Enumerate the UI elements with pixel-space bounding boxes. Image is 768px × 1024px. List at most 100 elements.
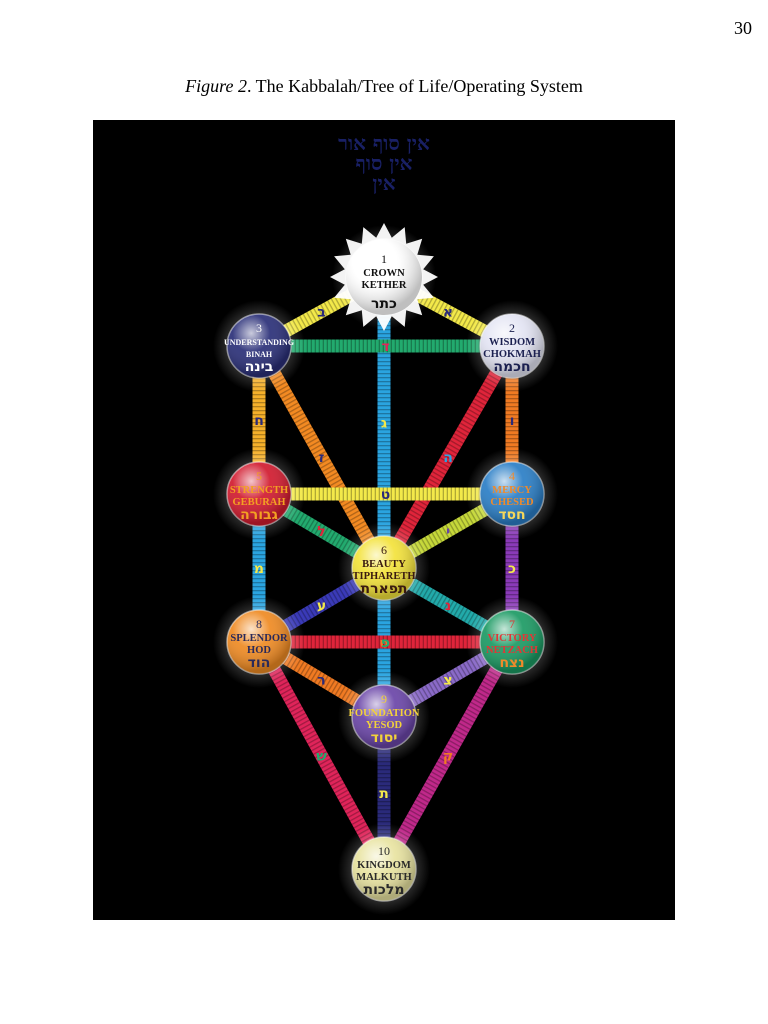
sephirah-hebrew: חסד xyxy=(498,507,525,523)
sephirah-number: 8 xyxy=(256,617,262,631)
sephirah-label: WISDOM xyxy=(489,337,535,348)
path-letter: ג xyxy=(381,416,387,432)
sephirah-label: CHOKMAH xyxy=(483,349,541,360)
sephirah-hebrew: נצח xyxy=(499,655,524,671)
ein-sof-line: אין סוף xyxy=(355,151,412,175)
path-letter: כ xyxy=(508,561,516,577)
path-texture xyxy=(259,487,512,501)
path-texture xyxy=(253,638,390,873)
sephirah-label: MERCY xyxy=(492,485,532,496)
sephirah-label: VICTORY xyxy=(487,633,536,644)
path-texture xyxy=(378,638,518,873)
sephirah-label: HOD xyxy=(247,645,271,656)
path-letter: ד xyxy=(381,339,389,355)
path-letter: ה xyxy=(443,450,453,466)
sephirah-number: 9 xyxy=(381,692,387,706)
sephirah-shine xyxy=(352,536,416,600)
path-letter: ע xyxy=(317,598,326,614)
path-letter: ח xyxy=(254,413,264,429)
path-letter: ש xyxy=(316,749,327,765)
figure-caption: Figure 2. The Kabbalah/Tree of Life/Oper… xyxy=(0,76,768,97)
sephirah-hebrew: יסוד xyxy=(371,730,398,746)
sephirah-label: BINAH xyxy=(246,350,273,359)
sephirah-label: BEAUTY xyxy=(362,559,406,570)
path-letter: צ xyxy=(443,673,452,689)
figure-caption-label: Figure 2 xyxy=(185,76,247,96)
sephirot-layer: 1CROWNKETHERכתר2WISDOMCHOKMAHחכמה3UNDERS… xyxy=(213,223,558,915)
sephirah-number: 6 xyxy=(381,543,387,557)
sephirah-number: 5 xyxy=(256,469,262,483)
sephirah-label: NETZACH xyxy=(486,645,538,656)
sephirah-number: 7 xyxy=(509,617,515,631)
path-letter: ב xyxy=(317,305,326,321)
sephirah-number: 10 xyxy=(378,844,390,858)
path-texture xyxy=(378,342,518,572)
sephirah-hebrew: בינה xyxy=(245,359,274,375)
path-letter: ת xyxy=(379,786,389,802)
ein-sof-line: אין xyxy=(372,171,395,195)
path-netzach-hod xyxy=(259,635,512,649)
sephirah-label: MALKUTH xyxy=(356,872,411,883)
path-letter: ו xyxy=(510,413,515,429)
sephirah-label: YESOD xyxy=(366,720,403,731)
sephirah-label: CROWN xyxy=(363,268,405,279)
sephirah-label: KINGDOM xyxy=(357,860,411,871)
path-letter: ט xyxy=(381,487,391,503)
sephirah-label: FOUNDATION xyxy=(349,708,420,719)
sephirah-shine xyxy=(480,462,544,526)
sephirah-label: UNDERSTANDING xyxy=(224,338,294,347)
sephirah-shine xyxy=(227,462,291,526)
page-number: 30 xyxy=(734,18,752,38)
path-letter: נ xyxy=(445,598,451,614)
sephirah-label: TIPHARETH xyxy=(352,571,415,582)
sephirah-hebrew: תפארת xyxy=(361,581,408,597)
path-chesed-geburah xyxy=(259,487,512,501)
sephirah-hebrew: גבורה xyxy=(240,507,278,523)
sephirah-number: 1 xyxy=(381,252,387,266)
path-letter: א xyxy=(443,305,453,321)
path-chokmah-binah xyxy=(259,339,512,353)
sephirah-number: 3 xyxy=(256,321,262,335)
sephirah-hebrew: כתר xyxy=(371,296,397,312)
sephirah-label: CHESED xyxy=(490,497,534,508)
sephirah-shine xyxy=(352,685,416,749)
path-letter: ר xyxy=(317,673,325,689)
path-hod-malkuth xyxy=(253,638,390,873)
path-netzach-malkuth xyxy=(378,638,518,873)
sephirah-label: GEBURAH xyxy=(232,497,285,508)
figure-caption-text: . The Kabbalah/Tree of Life/Operating Sy… xyxy=(246,76,583,96)
sephirah-shine xyxy=(352,837,416,901)
sephirah-label: STRENGTH xyxy=(230,485,288,496)
sephirah-shine xyxy=(480,314,544,378)
sephirah-shine xyxy=(346,239,422,315)
path-texture xyxy=(259,339,512,353)
sephirah-hebrew: הוד xyxy=(248,655,271,671)
path-letter: ז xyxy=(319,450,325,466)
sephirah-hebrew: מלכות xyxy=(364,882,405,898)
ein-sof-line: אין סוף אור xyxy=(338,131,430,155)
path-letter: י xyxy=(446,524,450,540)
path-letter: מ xyxy=(254,561,264,577)
path-letter: פ xyxy=(381,635,390,651)
path-letter: ס xyxy=(379,636,389,652)
sephirah-number: 2 xyxy=(509,321,515,335)
path-texture xyxy=(259,635,512,649)
sephirah-shine xyxy=(227,314,291,378)
path-texture xyxy=(253,342,390,572)
path-letter: ק xyxy=(443,749,453,765)
sephirah-shine xyxy=(480,610,544,674)
sephirah-hebrew: חכמה xyxy=(493,359,530,375)
